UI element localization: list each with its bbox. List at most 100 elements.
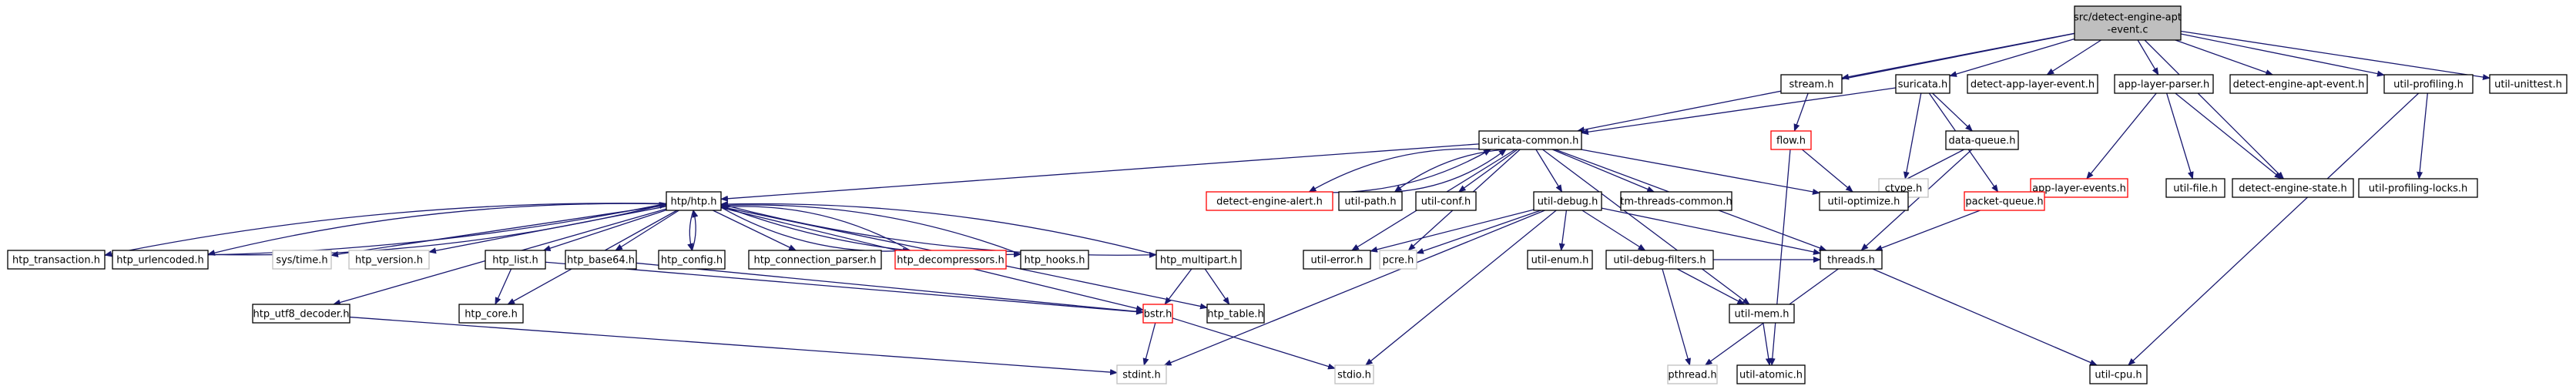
node-label: util-atomic.h xyxy=(1739,370,1803,381)
edge-htpmp-to-htptable xyxy=(1204,268,1230,305)
node-label: pthread.h xyxy=(1668,370,1716,381)
node-suricata[interactable]: suricata.h xyxy=(1895,74,1950,94)
edge-root-to-dale xyxy=(2046,39,2101,76)
node-threads[interactable]: threads.h xyxy=(1820,250,1883,270)
node-htphooks[interactable]: htp_hooks.h xyxy=(1020,250,1089,270)
node-ucpu[interactable]: util-cpu.h xyxy=(2089,364,2148,384)
node-box xyxy=(1820,250,1883,270)
node-label: suricata-common.h xyxy=(1482,136,1579,147)
node-label: stream.h xyxy=(1789,79,1834,91)
edge-upath-to-scommon xyxy=(1394,149,1507,193)
edge-udebug-to-pcre xyxy=(1416,210,1541,254)
node-htptrans[interactable]: htp_transaction.h xyxy=(7,250,106,270)
node-box xyxy=(458,304,524,324)
node-label: htp_multipart.h xyxy=(1160,255,1237,267)
node-htpurl[interactable]: htp_urlencoded.h xyxy=(112,250,209,270)
edge-scommon-to-udebug xyxy=(1535,149,1563,193)
node-box xyxy=(2074,5,2182,41)
node-dale[interactable]: detect-app-layer-event.h xyxy=(1967,74,2098,94)
node-udf[interactable]: util-debug-filters.h xyxy=(1605,250,1714,270)
node-upath[interactable]: util-path.h xyxy=(1338,191,1403,211)
node-htpmp[interactable]: htp_multipart.h xyxy=(1156,250,1242,270)
node-box xyxy=(1334,364,1374,384)
node-box xyxy=(1156,250,1242,270)
edge-uprof-to-uproflocks xyxy=(2417,92,2428,180)
node-ale[interactable]: app-layer-events.h xyxy=(2030,178,2128,198)
node-htpdec[interactable]: htp_decompressors.h xyxy=(894,250,1007,270)
node-label: htp_base64.h xyxy=(567,255,635,267)
node-label: util-unittest.h xyxy=(2494,79,2562,91)
edge-udebug-to-udf xyxy=(1581,210,1646,251)
node-uconf[interactable]: util-conf.h xyxy=(1415,191,1477,211)
node-label: util-optimize.h xyxy=(1828,196,1900,208)
node-flow[interactable]: flow.h xyxy=(1770,130,1812,150)
node-box xyxy=(1206,191,1333,211)
node-box xyxy=(1620,191,1732,211)
node-box xyxy=(1338,191,1403,211)
node-label: htp_transaction.h xyxy=(12,255,100,267)
node-label: packet-queue.h xyxy=(1965,196,2043,208)
node-uopt[interactable]: util-optimize.h xyxy=(1819,191,1909,211)
edge-udebug-to-stdint xyxy=(1163,210,1545,366)
edge-root-to-des xyxy=(2144,39,2285,180)
edge-suricata-to-ctype xyxy=(1903,92,1922,180)
node-box xyxy=(1533,191,1602,211)
node-dqueue[interactable]: data-queue.h xyxy=(1945,130,2019,150)
node-htpconf[interactable]: htp_config.h xyxy=(658,250,726,270)
edge-htplist-to-htpcore xyxy=(495,268,512,305)
node-htp[interactable]: htp/htp.h xyxy=(666,191,722,211)
node-label: bstr.h xyxy=(1144,309,1172,321)
node-box xyxy=(1945,130,2019,150)
node-uerror[interactable]: util-error.h xyxy=(1303,250,1371,270)
node-label: htp/htp.h xyxy=(671,196,717,208)
edge-flow-to-uopt xyxy=(1801,149,1853,193)
node-label: util-path.h xyxy=(1344,196,1396,208)
edge-alp-to-ale xyxy=(2086,92,2157,180)
node-htpcore[interactable]: htp_core.h xyxy=(458,304,524,324)
node-scommon[interactable]: suricata-common.h xyxy=(1478,130,1582,150)
node-box xyxy=(2229,74,2368,94)
node-dea[interactable]: detect-engine-alert.h xyxy=(1206,191,1333,211)
node-bstr[interactable]: bstr.h xyxy=(1142,304,1173,324)
node-stream[interactable]: stream.h xyxy=(1780,74,1843,94)
node-umem[interactable]: util-mem.h xyxy=(1729,304,1795,324)
node-box xyxy=(7,250,106,270)
node-udebug[interactable]: util-debug.h xyxy=(1533,191,1602,211)
node-label: htp_connection_parser.h xyxy=(753,255,876,267)
edge-htphooks-to-htp xyxy=(720,202,1021,255)
edge-htptrans-to-htp xyxy=(104,202,667,257)
node-alp[interactable]: app-layer-parser.h xyxy=(2114,74,2214,94)
node-tmtc[interactable]: tm-threads-common.h xyxy=(1620,191,1732,211)
node-stdint: stdint.h xyxy=(1116,364,1167,384)
edge-flow-to-uatomic xyxy=(1769,149,1791,366)
node-pqueue[interactable]: packet-queue.h xyxy=(1964,191,2045,211)
node-label: util-profiling.h xyxy=(2393,79,2464,91)
node-box xyxy=(666,191,722,211)
edge-stream-to-flow xyxy=(1793,92,1809,132)
edge-uprof-to-ucpu xyxy=(2128,92,2420,366)
node-label: data-queue.h xyxy=(1948,136,2015,147)
node-ufile[interactable]: util-file.h xyxy=(2165,178,2225,198)
edge-udebug-to-uerror xyxy=(1370,209,1535,253)
node-htplist[interactable]: htp_list.h xyxy=(485,250,546,270)
node-daee[interactable]: detect-engine-apt-event.h xyxy=(2229,74,2368,94)
node-htpconnp[interactable]: htp_connection_parser.h xyxy=(748,250,882,270)
node-uenum[interactable]: util-enum.h xyxy=(1527,250,1593,270)
edge-htp-to-htplist xyxy=(542,210,667,251)
edge-bstr-to-stdio xyxy=(1172,317,1336,370)
node-box xyxy=(1303,250,1371,270)
edge-htp-to-htpconf xyxy=(687,210,694,251)
node-uunit[interactable]: util-unittest.h xyxy=(2489,74,2568,94)
node-htptable[interactable]: htp_table.h xyxy=(1206,304,1265,324)
node-root[interactable]: src/detect-engine-apt-event.c xyxy=(2074,5,2182,41)
node-box xyxy=(748,250,882,270)
node-uprof[interactable]: util-profiling.h xyxy=(2383,74,2474,94)
node-htputf8[interactable]: htp_utf8_decoder.h xyxy=(252,304,351,324)
node-uatomic[interactable]: util-atomic.h xyxy=(1736,364,1806,384)
node-htpb64[interactable]: htp_base64.h xyxy=(565,250,637,270)
node-uproflocks[interactable]: util-profiling-locks.h xyxy=(2358,178,2478,198)
node-box xyxy=(112,250,209,270)
edge-dea-to-scommon xyxy=(1309,149,1491,193)
node-des[interactable]: detect-engine-state.h xyxy=(2232,178,2354,198)
edge-scommon-to-uopt xyxy=(1581,149,1820,195)
